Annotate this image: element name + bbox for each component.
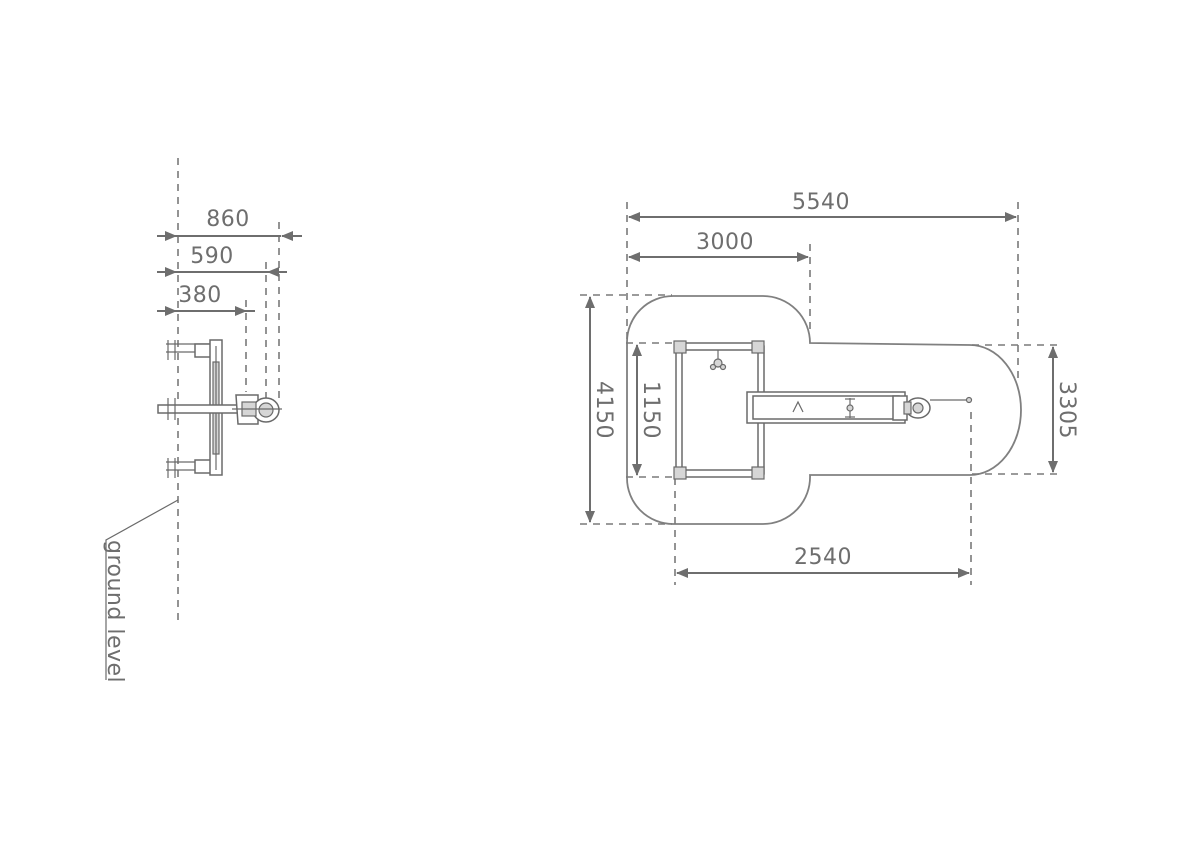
dimension-860-label: 860	[206, 207, 250, 232]
dimension-2540-label: 2540	[794, 545, 852, 570]
dimension-1150: 1150	[632, 344, 663, 476]
dimension-4150: 4150	[585, 296, 616, 523]
dimension-590: 590	[157, 244, 287, 277]
dimension-380: 380	[157, 283, 255, 316]
dimension-3000: 3000	[628, 230, 809, 262]
equipment-side-elevation	[157, 339, 282, 478]
safety-zone-outline	[626, 295, 1022, 525]
dimension-1150-label: 1150	[638, 381, 663, 439]
dimension-3305: 3305	[1048, 346, 1079, 473]
dimension-2540: 2540	[676, 545, 970, 578]
dimension-5540-label: 5540	[792, 190, 850, 215]
dimension-3305-label: 3305	[1054, 381, 1079, 439]
dimension-4150-label: 4150	[591, 381, 616, 439]
dimension-380-label: 380	[178, 283, 222, 308]
dimension-860: 860	[157, 207, 302, 241]
dimension-590-label: 590	[190, 244, 234, 269]
plan-view: 5540 3000 4150 1150 3305 2540	[580, 190, 1079, 585]
ground-level-callout: ground level	[102, 499, 179, 683]
dimension-3000-label: 3000	[696, 230, 754, 255]
ground-level-label: ground level	[102, 540, 127, 683]
side-view: 860 590 380	[102, 158, 302, 683]
dimension-5540: 5540	[628, 190, 1017, 222]
equipment-plan	[673, 340, 973, 480]
